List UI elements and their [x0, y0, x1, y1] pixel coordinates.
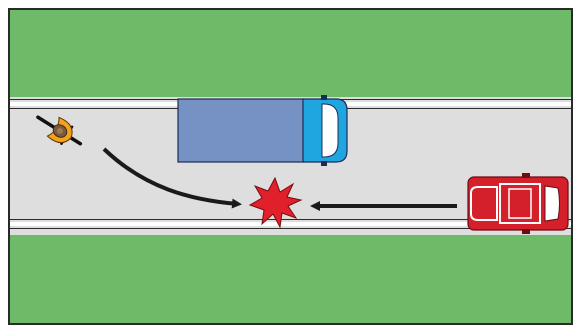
cyclist-path-arrow [102, 147, 242, 209]
cyclist-icon [36, 115, 83, 146]
grass-top [9, 9, 572, 97]
van-icon [177, 95, 348, 166]
diagram-frame [8, 8, 573, 325]
starburst-icon [248, 176, 303, 229]
car-icon [467, 173, 569, 234]
grass-bottom [9, 235, 572, 324]
